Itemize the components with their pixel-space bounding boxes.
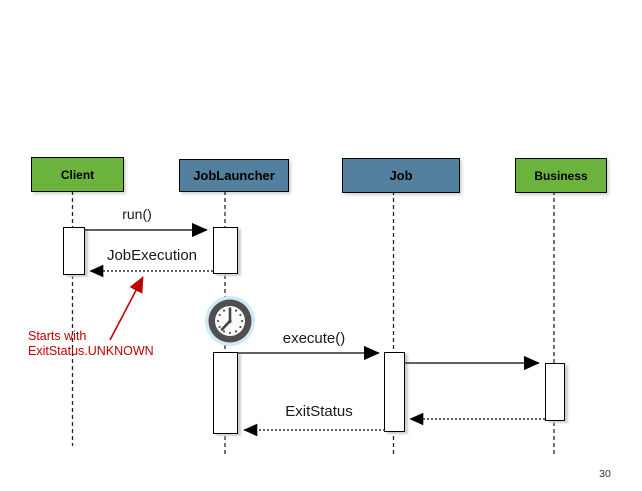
actor-joblauncher: JobLauncher bbox=[179, 159, 289, 192]
activation-joblauncher-1 bbox=[213, 227, 238, 274]
message-run-label: run() bbox=[122, 206, 152, 222]
actor-business: Business bbox=[515, 158, 607, 193]
actor-business-label: Business bbox=[534, 168, 588, 183]
activation-client bbox=[63, 227, 85, 275]
actor-job: Job bbox=[342, 158, 460, 193]
clock-icon bbox=[205, 296, 255, 346]
activation-job bbox=[384, 352, 405, 432]
actor-joblauncher-label: JobLauncher bbox=[193, 168, 275, 183]
activation-joblauncher-2 bbox=[213, 352, 238, 434]
actor-job-label: Job bbox=[389, 168, 413, 183]
note-text-line2: ExitStatus.UNKNOWN bbox=[28, 344, 154, 358]
actor-client-label: Client bbox=[60, 167, 95, 182]
message-jobexecution-label: JobExecution bbox=[106, 247, 198, 264]
note-text-line1: Starts with bbox=[28, 329, 87, 343]
activation-business bbox=[545, 363, 565, 421]
actor-client: Client bbox=[31, 157, 124, 192]
message-exitstatus-label: ExitStatus bbox=[285, 403, 353, 420]
page-number: 30 bbox=[599, 468, 611, 480]
note-text: Starts with ExitStatus.UNKNOWN bbox=[28, 329, 154, 359]
message-execute-label: execute() bbox=[282, 330, 346, 347]
